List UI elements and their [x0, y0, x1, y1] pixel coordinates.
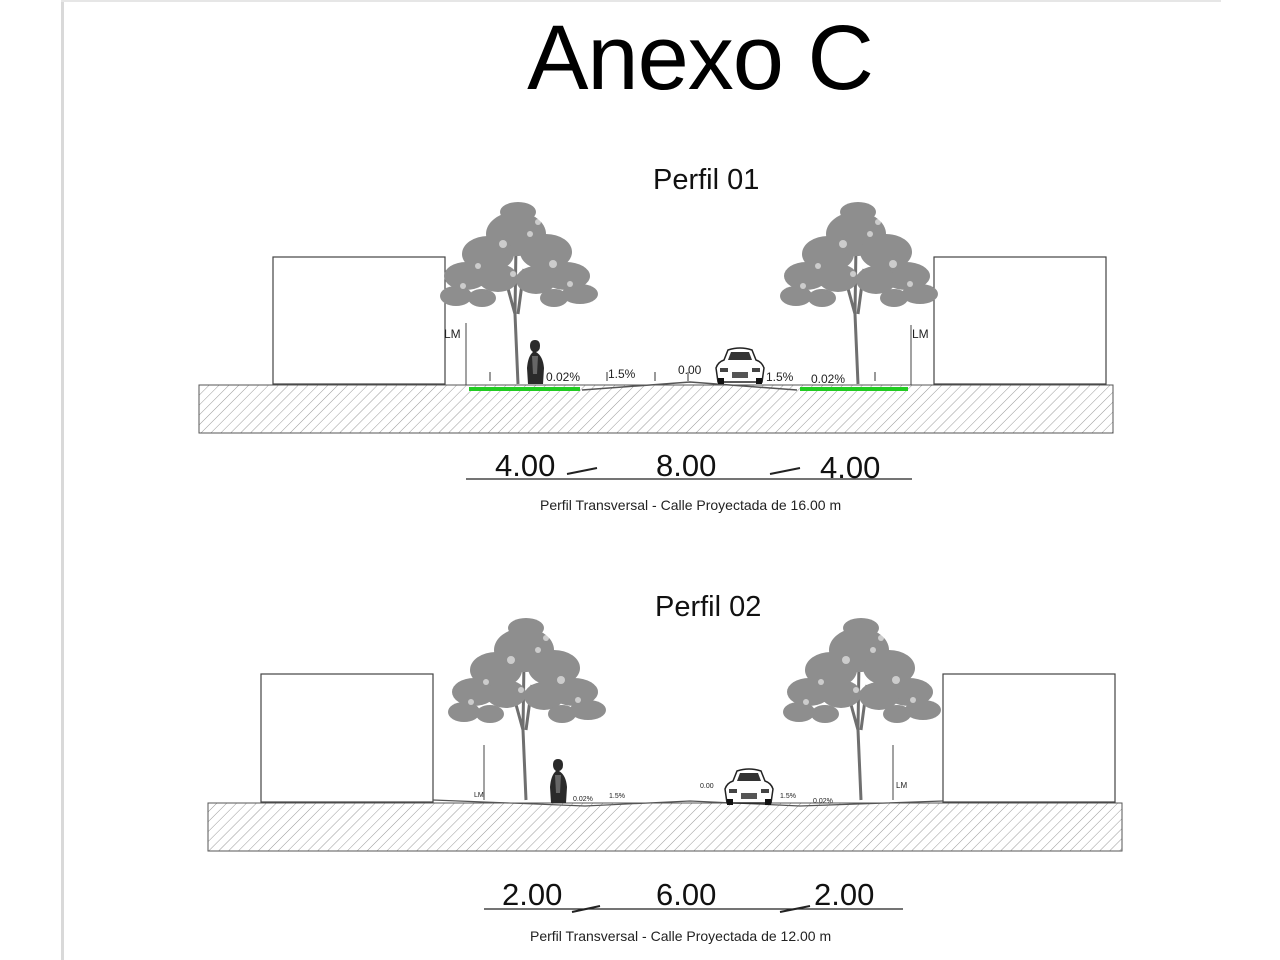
profile-1-slope-left: 0.02%	[546, 370, 580, 384]
profile-2-road	[432, 799, 944, 807]
profile-1-title: Perfil 01	[653, 164, 760, 196]
profile-2-road-slope-left: 1.5%	[609, 793, 625, 800]
profile-2-dim-right: 2.00	[814, 877, 875, 912]
profile-1-slope-right: 0.02%	[811, 372, 845, 386]
profile-1-lm-right: LM	[912, 327, 929, 341]
profile-1-dim-center: 8.00	[656, 448, 717, 483]
profile-2-title: Perfil 02	[655, 591, 762, 623]
profile-1-road	[581, 381, 798, 391]
profile-1-dim-left: 4.00	[495, 448, 556, 483]
profile-2-lm-left: LM	[474, 792, 484, 799]
profile-1-ground	[198, 384, 1114, 434]
profile-2-dim-left: 2.00	[502, 877, 563, 912]
profile-1-building-right	[933, 256, 1107, 385]
profile-1-road-slope-right: 1.5%	[766, 370, 794, 384]
profile-1-pedestrian-icon	[527, 340, 544, 384]
profile-2-tree-left	[446, 616, 608, 802]
profile-1-level-markers	[489, 372, 876, 381]
profile-2-dimension-ticks	[571, 905, 811, 913]
profile-1-dimension-ticks	[566, 467, 801, 475]
profile-2-caption: Perfil Transversal - Calle Proyectada de…	[530, 928, 832, 944]
profile-1-road-slope-left: 1.5%	[608, 367, 636, 381]
profile-2-dim-center: 6.00	[656, 877, 717, 912]
profile-1-tree-right	[778, 200, 940, 386]
profile-2-building-left	[260, 673, 434, 803]
profile-1-caption: Perfil Transversal - Calle Proyectada de…	[540, 497, 842, 513]
profile-1-building-left	[272, 256, 446, 385]
profile-2-pedestrian-icon	[550, 759, 567, 803]
page-border-left	[61, 0, 64, 960]
page-border-top	[61, 0, 1221, 2]
profile-2-level: 0.00	[700, 783, 714, 790]
profile-1-tree-left	[438, 200, 600, 386]
profile-2-road-slope-right: 1.5%	[780, 793, 796, 800]
profile-2-slope-right: 0.02%	[813, 798, 833, 805]
profile-2-car-icon	[724, 768, 774, 806]
profile-2-building-right	[942, 673, 1116, 803]
profile-2-tree-right	[781, 616, 943, 802]
profile-2-slope-left: 0.02%	[573, 796, 593, 803]
profile-1-level: 0.00	[678, 363, 702, 377]
profile-1-section	[198, 200, 1114, 480]
profile-2-lm-right: LM	[896, 781, 907, 790]
profile-2-ground	[207, 802, 1123, 852]
document-title: Anexo C	[527, 7, 874, 109]
profile-1-lm-left: LM	[444, 327, 461, 341]
profile-2-section	[207, 616, 1123, 913]
profile-1-car-icon	[715, 347, 765, 385]
